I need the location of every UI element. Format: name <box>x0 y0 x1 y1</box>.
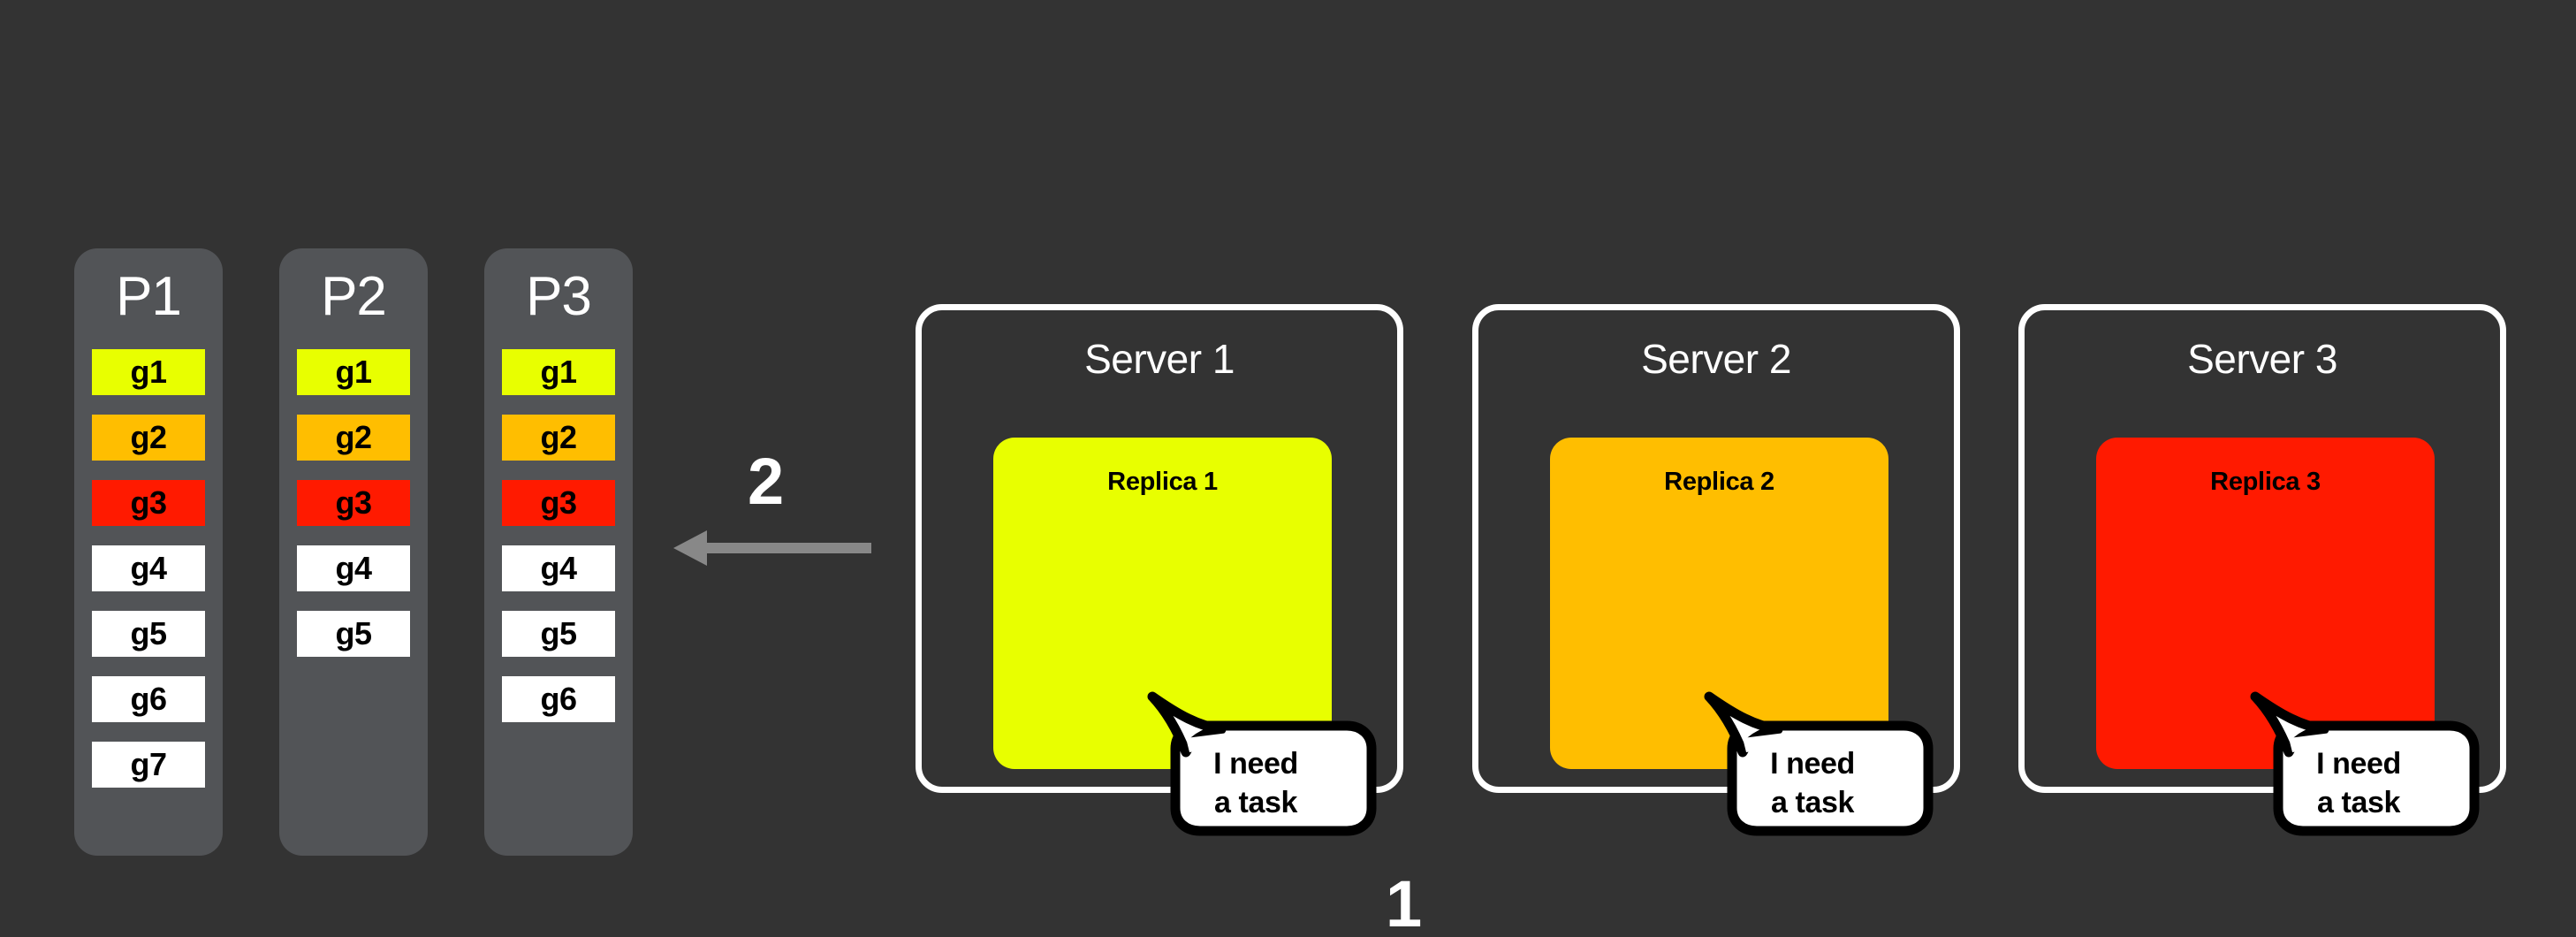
slot-chip[interactable]: g6 <box>92 676 205 722</box>
server-box-1[interactable]: Server 1 <box>916 304 1403 793</box>
replica-label-3: Replica 3 <box>2210 468 2321 496</box>
partition-title-p2: P2 <box>321 266 387 327</box>
slot-chip[interactable]: g5 <box>92 611 205 657</box>
server-title-1: Server 1 <box>1084 336 1235 382</box>
slot-stack-p1: g1 g2 g3 g4 g5 g6 g7 <box>92 349 205 788</box>
partition-card-p3[interactable]: P3 g1 g2 g3 g4 g5 g6 <box>484 248 633 856</box>
slot-chip[interactable]: g1 <box>297 349 410 395</box>
step-number-1: 1 <box>1386 867 1423 937</box>
slot-chip[interactable]: g4 <box>297 545 410 591</box>
slot-chip[interactable]: g1 <box>502 349 615 395</box>
speech-bubble-server-2[interactable]: I need a task <box>1697 691 1934 836</box>
slot-chip[interactable]: g4 <box>92 545 205 591</box>
slot-stack-p2: g1 g2 g3 g4 g5 <box>297 349 410 657</box>
assignment-arrow <box>668 522 871 575</box>
partition-title-p3: P3 <box>526 266 592 327</box>
slot-chip[interactable]: g5 <box>297 611 410 657</box>
slot-chip[interactable]: g2 <box>297 415 410 461</box>
slot-chip[interactable]: g2 <box>502 415 615 461</box>
server-box-2[interactable]: Server 2 <box>1472 304 1960 793</box>
speech-bubble-server-1[interactable]: I need a task <box>1140 691 1377 836</box>
slot-chip[interactable]: g1 <box>92 349 205 395</box>
server-title-2: Server 2 <box>1641 336 1791 382</box>
slot-chip[interactable]: g6 <box>502 676 615 722</box>
replica-label-2: Replica 2 <box>1664 468 1774 496</box>
replica-label-1: Replica 1 <box>1107 468 1218 496</box>
server-title-3: Server 3 <box>2187 336 2337 382</box>
slot-chip[interactable]: g3 <box>297 480 410 526</box>
slot-stack-p3: g1 g2 g3 g4 g5 g6 <box>502 349 615 722</box>
slot-chip[interactable]: g3 <box>92 480 205 526</box>
slot-chip[interactable]: g7 <box>92 742 205 788</box>
slot-chip[interactable]: g5 <box>502 611 615 657</box>
slot-chip[interactable]: g3 <box>502 480 615 526</box>
partition-title-p1: P1 <box>116 266 182 327</box>
partition-card-p1[interactable]: P1 g1 g2 g3 g4 g5 g6 g7 <box>74 248 223 856</box>
slot-chip[interactable]: g4 <box>502 545 615 591</box>
step-number-2: 2 <box>748 445 785 518</box>
slot-chip[interactable]: g2 <box>92 415 205 461</box>
server-box-3[interactable]: Server 3 <box>2018 304 2506 793</box>
partition-card-p2[interactable]: P2 g1 g2 g3 g4 g5 <box>279 248 428 856</box>
speech-bubble-server-3[interactable]: I need a task <box>2243 691 2480 836</box>
